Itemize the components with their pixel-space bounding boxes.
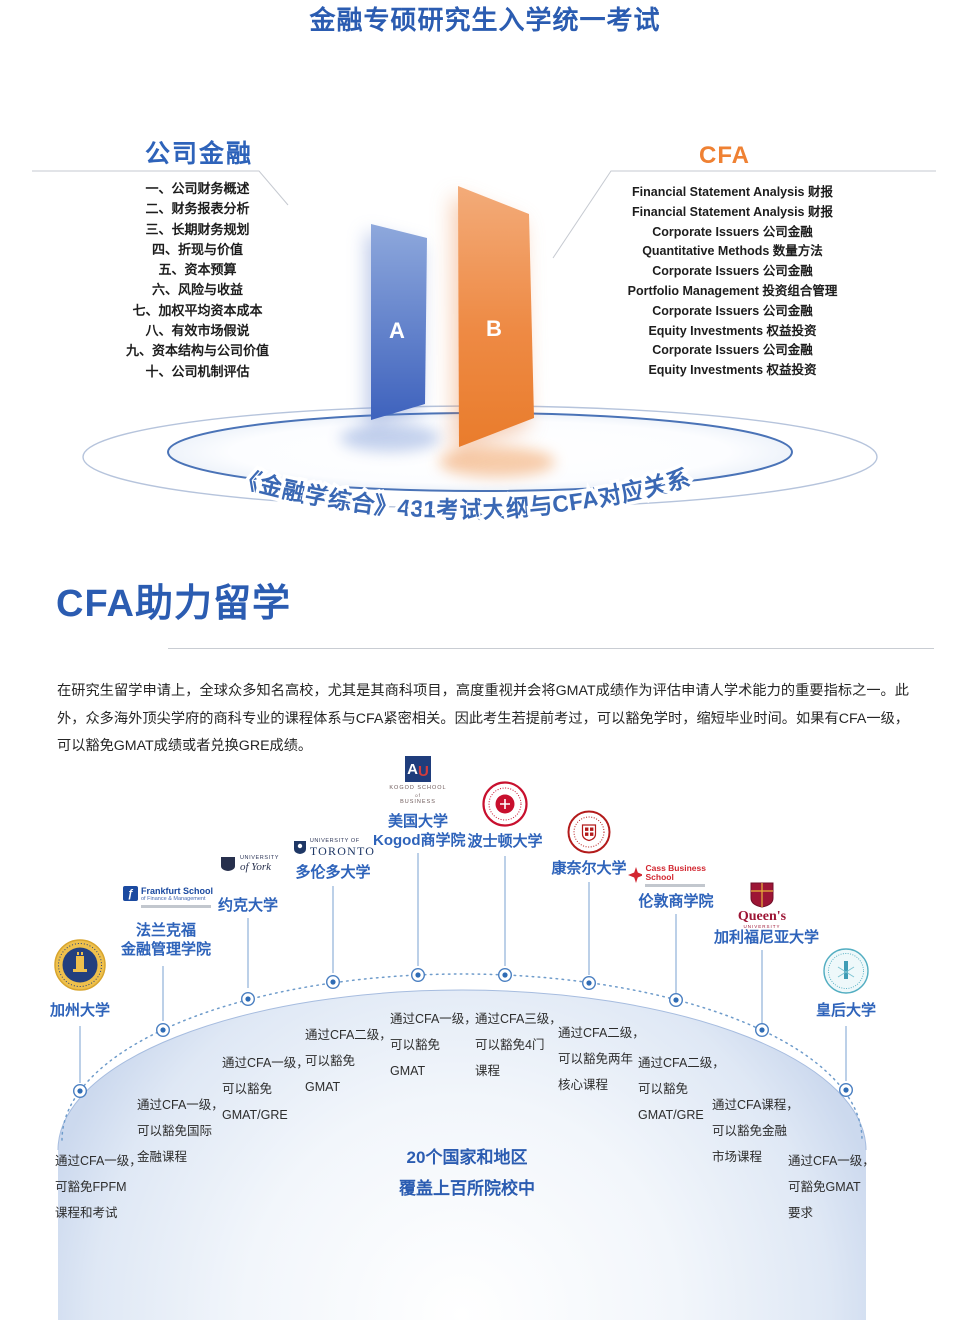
list-item: Corporate Issuers 公司金融 [652,264,813,279]
uni-note-frankfurt: 通过CFA一级， 可以豁免国际 金融课程 [137,1098,224,1164]
right-leader-line [552,170,936,259]
york-crest-icon [220,857,235,871]
ucal-seal-logo [54,939,106,991]
corporate-finance-list: 一、公司财务概述 二、财务报表分析 三、长期财务规划 四、折现与价值 五、资本预… [60,179,335,382]
list-item: 一、公司财务概述 [145,181,250,196]
panel-a: A [371,224,427,420]
cfa-list: Financial Statement Analysis 财报 Financia… [595,183,870,381]
uni-note-ucal: 通过CFA一级， 可豁免FPFM 课程和考试 [55,1154,142,1220]
list-item: Corporate Issuers 公司金融 [652,224,813,239]
cornell-seal-logo [567,810,611,854]
uni-note-london: 通过CFA二级， 可以豁免 GMAT/GRE [638,1056,725,1122]
corporate-finance-heading: 公司金融 [145,140,254,168]
dome-fill [58,990,866,1320]
list-item: Equity Investments 权益投资 [648,323,817,338]
list-item: 八、有效市场假说 [145,323,250,339]
uni-note-boston: 通过CFA三级， 可以豁免4门 课程 [475,1012,562,1078]
dotted-arc [61,973,863,1141]
uni-name-cornell: 康奈尔大学 [551,860,627,877]
panel-a-label: A [389,318,405,343]
list-item: 十、公司机制评估 [145,363,250,379]
uni-name-toronto: 多伦多大学 [295,864,371,881]
list-item: Financial Statement Analysis 财报 [632,185,833,199]
uni-name-frankfurt: 法兰克福 金融管理学院 [121,922,212,958]
section-heading-cfa-study-abroad: CFA助力留学 [56,583,292,625]
list-item: 七、加权平均资本成本 [132,302,263,318]
uni-note-queens: 通过CFA一级， 可豁免GMAT 要求 [788,1154,875,1220]
cfa-heading: CFA [699,142,750,169]
uni-name-boston: 波士顿大学 [467,833,543,850]
uni-note-cornell: 通过CFA二级， 可以豁免两年 核心课程 [558,1026,645,1092]
toronto-logo: UNIVERSITY OF TORONTO [290,838,378,857]
frankfurt-f-icon: ƒ [122,886,138,901]
list-item: 三、长期财务规划 [145,221,250,237]
list-item: Equity Investments 权益投资 [648,363,817,378]
uni-name-york: 约克大学 [217,897,278,914]
uni-note-american: 通过CFA一级， 可以豁免 GMAT [390,1012,477,1078]
logo-tagline-bar [140,905,211,908]
intro-paragraph: 在研究生留学申请上，全球众多知名高校，尤其是其商科项目，高度重视并会将GMAT成… [57,683,909,755]
queens-crest-logo: Queen's UNIVERSITY [732,882,792,930]
uni-name-london-business: 伦敦商学院 [638,893,714,910]
uni-name-california: 加利福尼亚大学 [714,929,820,946]
page-title: 金融专硕研究生入学统一考试 [309,5,661,35]
list-item: 四、折现与价值 [151,241,243,257]
queens-shield-icon [750,882,774,908]
panel-b: B [458,186,534,447]
queens-university-seal-logo [822,947,870,995]
coverage-caption: 20个国家和地区 覆盖上百所院校中 [399,1148,535,1198]
uni-name-american-kogod: 美国大学 Kogod商学院 [373,813,466,849]
york-logo: UNIVERSITY of York [208,855,290,873]
uni-note-california: 通过CFA课程， 可以豁免金融 市场课程 [712,1098,799,1164]
cass-flower-icon [628,867,643,884]
uni-note-toronto: 通过CFA二级， 可以豁免 GMAT [305,1028,392,1094]
toronto-crest-icon [293,841,306,854]
left-leader-line [32,170,289,206]
panel-a-glow [340,424,440,452]
connector-lines [79,853,847,1083]
list-item: 五、资本预算 [158,262,237,278]
frankfurt-school-logo: ƒ Frankfurt School of Finance & Manageme… [122,886,214,908]
uni-name-queens: 皇后大学 [815,1002,876,1019]
list-item: Portfolio Management 投资组合管理 [627,283,838,298]
dome-edge [57,989,867,1151]
list-item: 六、风险与收益 [151,282,243,298]
cass-business-school-logo: Cass Business School [628,864,728,887]
list-item: Quantitative Methods 数量方法 [642,244,823,259]
panel-b-label: B [486,316,502,341]
list-item: Corporate Issuers 公司金融 [652,303,813,318]
uni-note-york: 通过CFA一级， 可以豁免 GMAT/GRE [222,1056,309,1122]
list-item: 九、资本结构与公司价值 [125,343,269,359]
logo-tagline-bar [645,884,706,887]
panel-b-glow [439,447,555,477]
divider-line [168,648,934,649]
uni-name-ucal: 加州大学 [49,1002,110,1019]
list-item: Financial Statement Analysis 财报 [632,204,833,219]
boston-university-seal-logo [482,781,528,827]
list-item: 二、财务报表分析 [145,201,250,217]
timeline-nodes [72,968,854,1098]
list-item: Corporate Issuers 公司金融 [652,343,813,358]
